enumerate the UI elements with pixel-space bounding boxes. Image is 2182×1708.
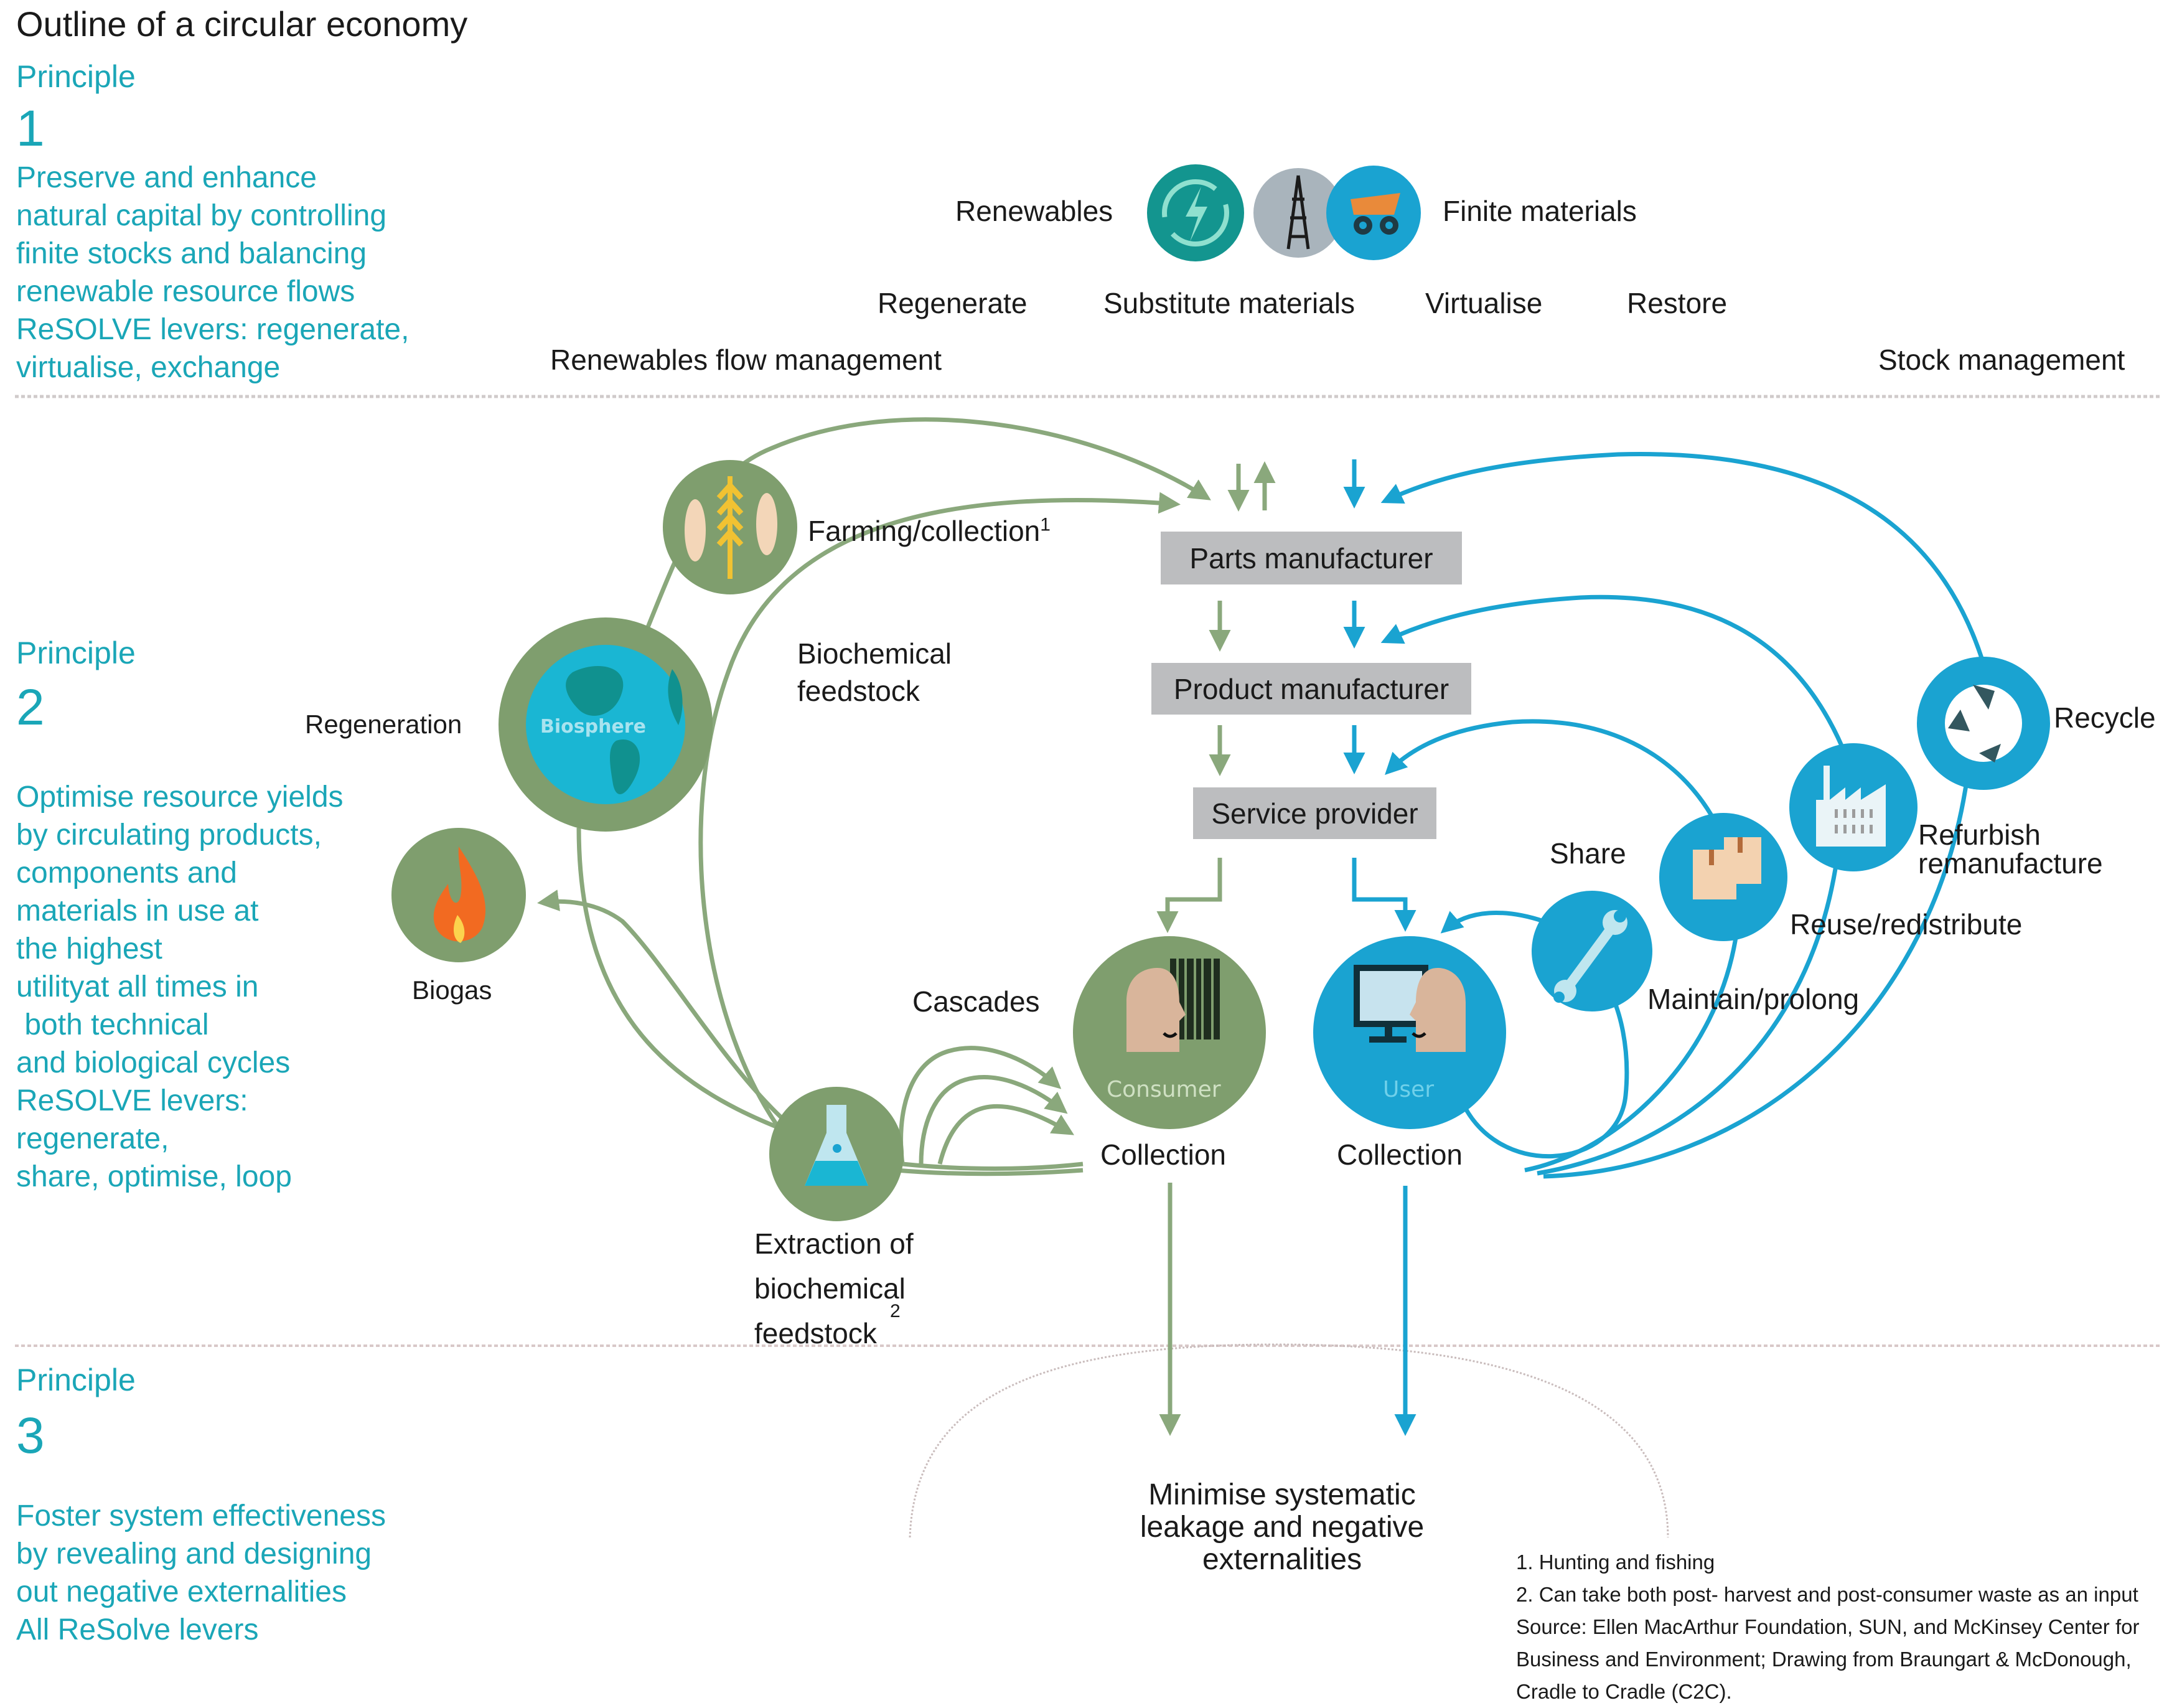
arc-recycle-to-parts [1380, 451, 1985, 661]
lever-restore: Restore [1627, 287, 1728, 319]
refurbish-remanufacture-label: Refurbish remanufacture [1918, 819, 2103, 880]
arc-to-biogas [537, 889, 817, 1147]
parts-manufacturer-box: Parts manufacturer [1161, 532, 1462, 584]
lever-virtualise: Virtualise [1425, 287, 1543, 319]
user-collection-label: Collection [1337, 1138, 1463, 1171]
principle-3-text: Foster system effectiveness by revealing… [16, 1499, 386, 1646]
principle-2-label: Principle [16, 636, 136, 670]
consumer-collection-label: Collection [1100, 1138, 1226, 1171]
reuse-boxes-icon [1659, 813, 1787, 941]
principle-1-text: Preserve and enhance natural capital by … [16, 161, 410, 384]
bio-flows [537, 417, 1276, 1436]
renewable-energy-icon [1147, 164, 1244, 261]
cascades-label: Cascades [912, 985, 1040, 1018]
refurbish-factory-icon [1789, 743, 1917, 871]
principle-2-number: 2 [16, 679, 45, 736]
product-manufacturer-box: Product manufacturer [1151, 663, 1471, 715]
arc-extraction-to-parts [698, 492, 1181, 1128]
extraction-flask-icon [769, 1087, 904, 1221]
return-maintain [1457, 995, 1629, 1158]
recycle-icon [1917, 657, 2050, 790]
principle-1-number: 1 [16, 100, 45, 157]
arc-refurbish-to-product [1380, 594, 1845, 748]
regeneration-label: Regeneration [305, 710, 462, 739]
stock-management-label: Stock management [1878, 344, 2125, 376]
return-reuse [1524, 933, 1739, 1173]
arc-regeneration [576, 827, 810, 1142]
arrow-service-to-user [1352, 858, 1416, 932]
tech-flows [1343, 451, 1985, 1436]
footnotes: 1. Hunting and fishing 2. Can take both … [1516, 1551, 2140, 1703]
leakage-dome [909, 1343, 1669, 1538]
finite-materials-label: Finite materials [1443, 195, 1637, 227]
mining-truck-icon [1326, 166, 1421, 260]
leakage-label: Minimise systematic leakage and negative… [1140, 1478, 1425, 1576]
recycle-label: Recycle [2054, 702, 2156, 734]
arrow-service-to-consumer [1156, 858, 1222, 933]
renewables-label: Renewables [955, 195, 1113, 227]
return-refurbish [1537, 865, 1838, 1176]
share-label: Share [1550, 837, 1626, 870]
biosphere-label: Biosphere [540, 716, 646, 738]
oil-rig-icon [1253, 168, 1343, 258]
principle-3-number: 3 [16, 1407, 45, 1464]
arc-maintain-to-user [1440, 910, 1545, 934]
arc-reuse-to-service [1385, 719, 1714, 817]
principle-1-label: Principle [16, 59, 136, 94]
renewables-flow-management-label: Renewables flow management [550, 344, 942, 376]
return-recycle [1543, 781, 1969, 1179]
principle-2-text: Optimise resource yields by circulating … [16, 781, 344, 1193]
cascade-base [902, 1161, 1084, 1171]
user-label: User [1383, 1077, 1435, 1102]
footnote-ref-2: 2 [890, 1301, 901, 1321]
extraction-to-cascade [896, 1168, 1084, 1176]
service-provider-box: Service provider [1193, 787, 1436, 839]
maintain-wrench-icon [1532, 891, 1652, 1011]
biosphere-icon [499, 617, 713, 832]
page-title: Outline of a circular economy [16, 4, 468, 44]
lever-regenerate: Regenerate [878, 287, 1028, 319]
cascade-arc-2 [919, 1075, 1068, 1165]
cascade-arc-3 [937, 1104, 1075, 1165]
footnote-ref-1: 1 [1040, 514, 1051, 535]
extraction-label: Extraction of biochemical feedstock [754, 1227, 914, 1349]
lever-substitute-materials: Substitute materials [1103, 287, 1355, 319]
reuse-redistribute-label: Reuse/redistribute [1790, 908, 2023, 941]
biochemical-feedstock-label: Biochemical feedstock [797, 637, 952, 707]
biogas-flame-icon [391, 828, 526, 962]
cascade-arc-1 [899, 1046, 1062, 1165]
consumer-icon [1073, 936, 1266, 1129]
user-icon [1313, 936, 1506, 1129]
consumer-label: Consumer [1107, 1077, 1221, 1102]
farming-icon [663, 460, 797, 594]
biogas-label: Biogas [412, 975, 492, 1005]
principle-3-label: Principle [16, 1363, 136, 1397]
maintain-prolong-label: Maintain/prolong [1647, 983, 1860, 1015]
farming-collection-label: Farming/collection1 [808, 514, 1051, 547]
